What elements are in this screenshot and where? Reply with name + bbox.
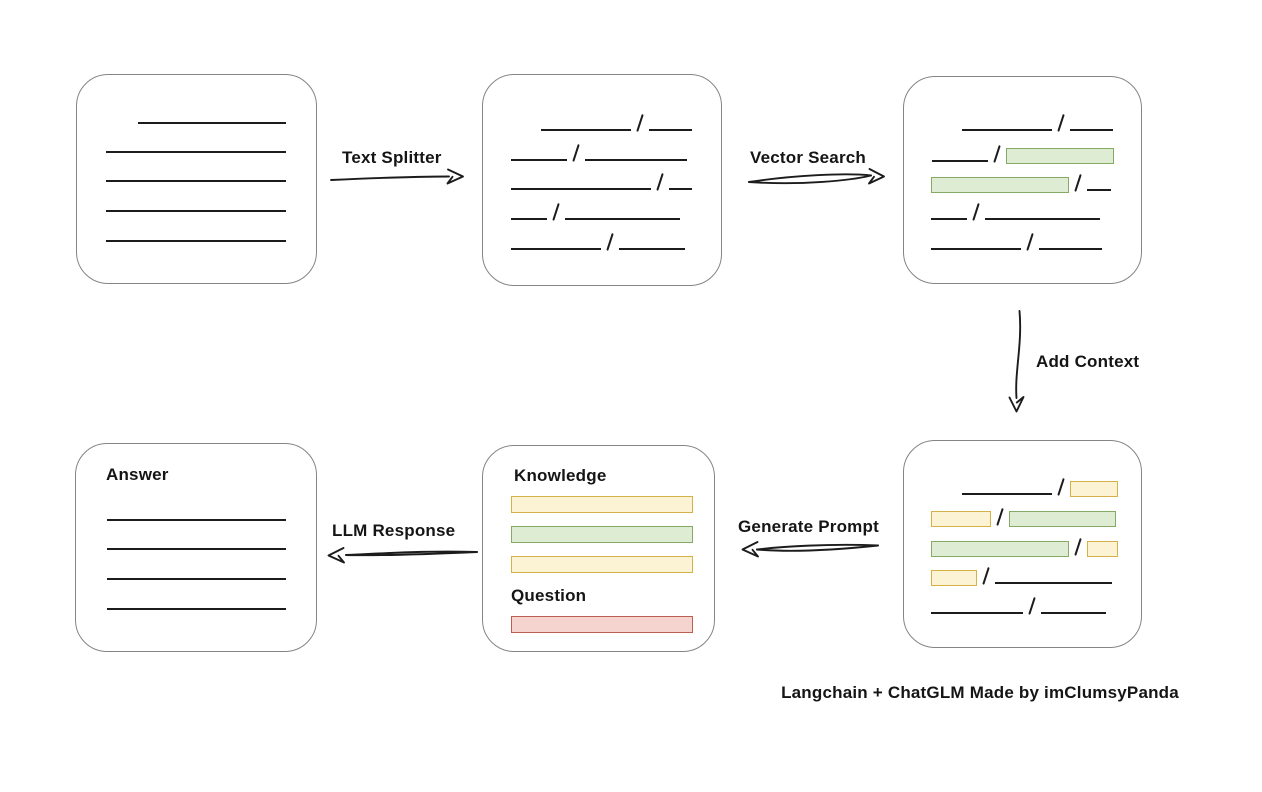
chunk-row xyxy=(541,111,693,132)
diagram-caption: Langchain + ChatGLM Made by imClumsyPand… xyxy=(781,683,1179,702)
context-chunks-box xyxy=(903,440,1142,648)
generate-prompt-label: Generate Prompt xyxy=(738,517,879,536)
text-line xyxy=(511,159,567,161)
add-context-arrow xyxy=(1010,311,1024,412)
chunk-row xyxy=(931,505,1117,527)
vector-search-label: Vector Search xyxy=(750,148,866,167)
separator-slash xyxy=(972,203,981,221)
question-label: Question xyxy=(511,586,587,605)
separator-slash xyxy=(982,567,991,585)
vector-search-arrow xyxy=(749,169,884,184)
text-line xyxy=(985,218,1101,220)
text-line xyxy=(511,218,547,220)
yellow-bar xyxy=(511,556,693,573)
text-line xyxy=(962,129,1052,131)
text-line xyxy=(107,548,286,550)
chunk-row xyxy=(931,200,1101,221)
llm-response-arrow xyxy=(329,548,478,563)
chunk-row xyxy=(511,170,693,191)
text-line xyxy=(1039,248,1103,250)
split-chunks-box xyxy=(482,74,722,286)
text-line xyxy=(106,240,286,242)
text-line xyxy=(932,160,988,162)
answer-box: Answer xyxy=(75,443,317,652)
text-line xyxy=(511,248,601,250)
text-line xyxy=(649,129,693,131)
separator-slash xyxy=(1057,114,1066,132)
text-line xyxy=(106,151,286,153)
text-line xyxy=(995,582,1113,584)
document-box xyxy=(76,74,317,284)
search-results-box xyxy=(903,76,1142,284)
text-line xyxy=(106,210,286,212)
green-highlight-chip xyxy=(931,177,1069,193)
text-line xyxy=(511,188,651,190)
text-line xyxy=(565,218,681,220)
text-line xyxy=(1087,189,1112,191)
green-highlight-chip xyxy=(931,541,1069,557)
separator-slash xyxy=(656,173,665,191)
chunk-row xyxy=(962,475,1119,497)
answer-label: Answer xyxy=(106,465,169,484)
separator-slash xyxy=(996,508,1005,526)
llm-response-label: LLM Response xyxy=(332,521,456,540)
text-splitter-label: Text Splitter xyxy=(342,148,442,167)
yellow-highlight-chip xyxy=(931,511,991,527)
chunk-row xyxy=(931,564,1113,586)
generate-prompt-arrow xyxy=(743,542,879,557)
yellow-bar xyxy=(511,496,693,513)
separator-slash xyxy=(552,203,561,221)
chunk-row xyxy=(931,171,1112,193)
yellow-highlight-chip xyxy=(931,570,977,586)
text-line xyxy=(619,248,686,250)
text-line xyxy=(541,129,631,131)
text-line xyxy=(585,159,688,161)
chunk-row xyxy=(931,594,1107,615)
text-line xyxy=(107,608,286,610)
text-line xyxy=(931,248,1021,250)
text-splitter-arrow xyxy=(331,170,463,184)
separator-slash xyxy=(572,144,581,162)
separator-slash xyxy=(1074,538,1083,556)
yellow-highlight-chip xyxy=(1070,481,1119,497)
add-context-label: Add Context xyxy=(1036,352,1140,371)
separator-slash xyxy=(1074,174,1083,192)
separator-slash xyxy=(1026,233,1035,251)
text-line xyxy=(931,612,1023,614)
text-line xyxy=(106,180,286,182)
text-line xyxy=(138,122,286,124)
text-line xyxy=(962,493,1052,495)
text-line xyxy=(1070,129,1114,131)
chunk-row xyxy=(931,230,1103,251)
separator-slash xyxy=(606,233,615,251)
yellow-highlight-chip xyxy=(1087,541,1119,557)
green-bar xyxy=(511,526,693,543)
separator-slash xyxy=(1028,597,1037,615)
chunk-row xyxy=(932,142,1115,164)
red-bar xyxy=(511,616,693,633)
separator-slash xyxy=(993,145,1002,163)
separator-slash xyxy=(1057,478,1066,496)
green-highlight-chip xyxy=(1006,148,1115,164)
chunk-row xyxy=(511,230,686,251)
chunk-row xyxy=(931,535,1119,557)
chunk-row xyxy=(511,200,681,221)
text-line xyxy=(931,218,967,220)
text-line xyxy=(669,188,693,190)
separator-slash xyxy=(636,114,645,132)
text-line xyxy=(107,519,286,521)
chunk-row xyxy=(511,141,688,162)
prompt-box: Knowledge Question xyxy=(482,445,715,652)
chunk-row xyxy=(962,111,1114,132)
green-highlight-chip xyxy=(1009,511,1117,527)
text-line xyxy=(1041,612,1107,614)
knowledge-label: Knowledge xyxy=(514,466,607,485)
text-line xyxy=(107,578,286,580)
